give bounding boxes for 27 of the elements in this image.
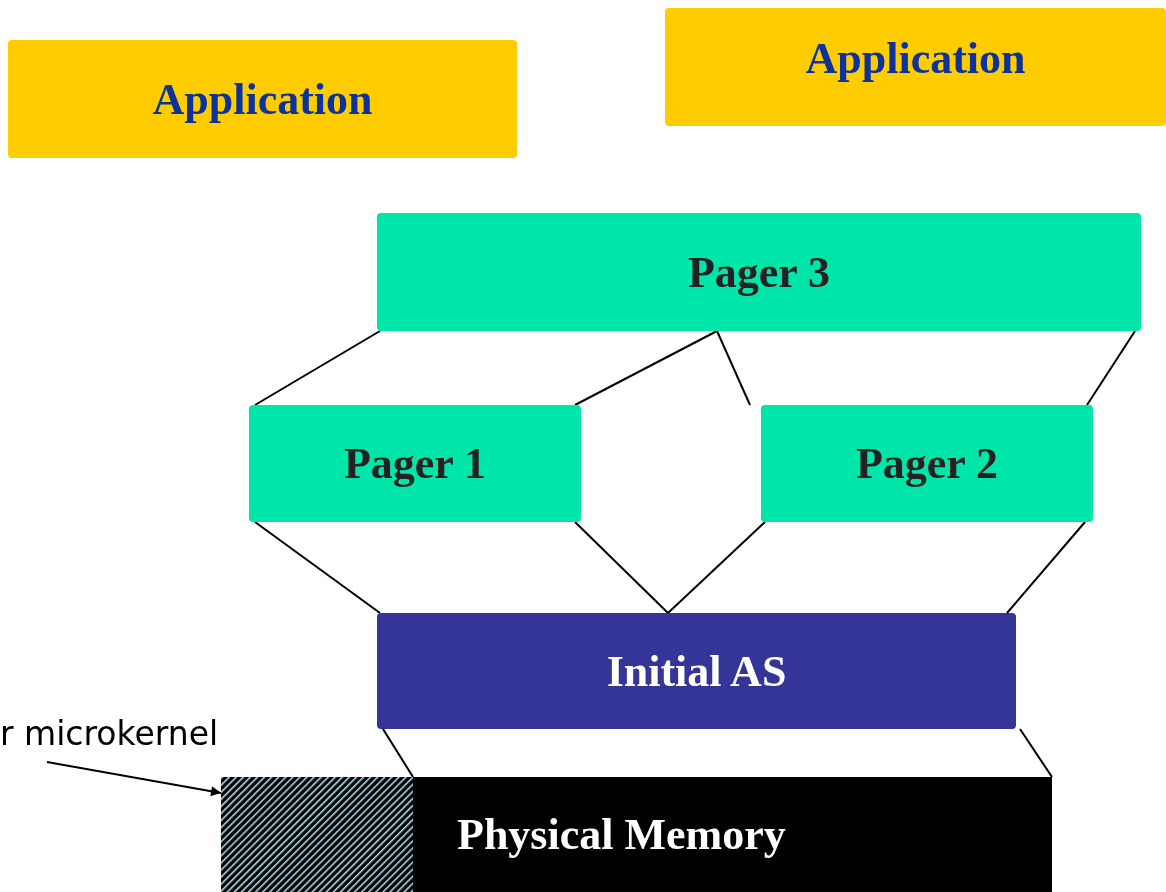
physical-memory-box [221, 777, 1052, 892]
connector-line [254, 521, 381, 614]
connector-line [574, 330, 718, 406]
connector-line [1019, 728, 1053, 778]
box-label: Initial AS [606, 645, 787, 697]
connector-line [1006, 521, 1086, 614]
application-box [8, 40, 517, 158]
box-label: Application [152, 73, 373, 125]
address-space-box [377, 613, 1016, 729]
connector-line [382, 728, 414, 778]
pager-box [377, 213, 1141, 331]
box-label: Pager 2 [855, 438, 999, 489]
connector-line [254, 330, 381, 406]
leader-line [46, 761, 222, 797]
box-label: Application [805, 32, 1026, 84]
box-label: Physical Memory [457, 809, 786, 860]
hatched-region [221, 777, 413, 892]
pager-box [249, 405, 581, 522]
application-box [665, 8, 1166, 126]
connector-line [716, 330, 751, 406]
connector-line [667, 521, 766, 614]
pager-box [761, 405, 1093, 522]
box-label: Pager 3 [687, 246, 831, 298]
connector-line [1086, 330, 1136, 406]
connector-line [574, 521, 669, 614]
box-label: Pager 1 [343, 438, 487, 489]
annotation-text: r microkernel [0, 713, 219, 753]
